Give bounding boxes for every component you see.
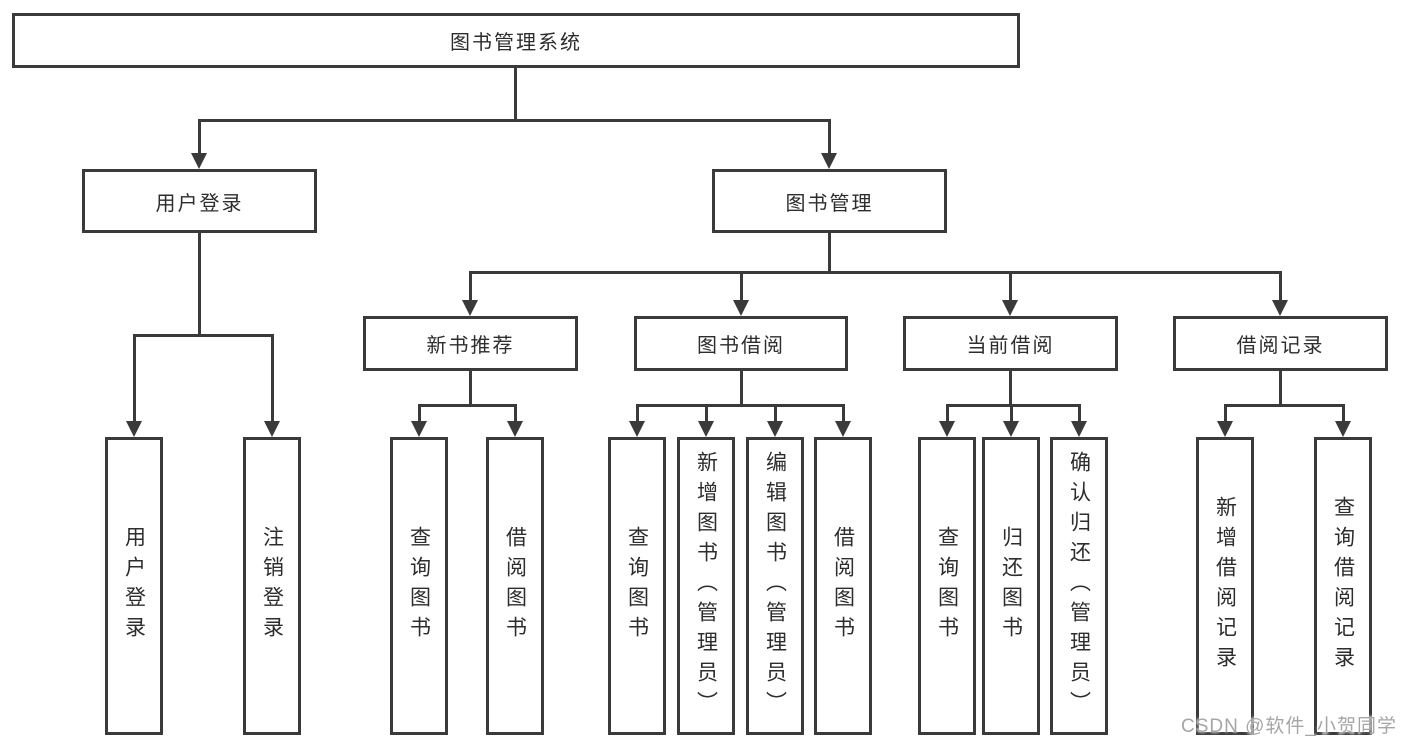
connector-line <box>133 334 136 423</box>
arrow-down-icon <box>1217 421 1233 437</box>
connector-line <box>1342 404 1345 423</box>
connector-line <box>469 271 472 302</box>
connector-line <box>198 119 201 157</box>
leaf-add-books-admin-label: 新增图书（管理员） <box>694 451 718 721</box>
node-new-book-recommend-label: 新书推荐 <box>426 335 515 357</box>
leaf-add-books-admin: 新增图书（管理员） <box>677 437 735 735</box>
arrow-down-icon <box>821 153 837 169</box>
csdn-watermark: CSDN @软件_小贺同学 <box>1181 716 1397 737</box>
node-library-system: 图书管理系统 <box>12 13 1020 68</box>
leaf-newbook-borrow-books: 借阅图书 <box>486 437 544 735</box>
arrow-down-icon <box>733 300 749 316</box>
leaf-borrow-books-label: 借阅图书 <box>831 526 855 646</box>
connector-line <box>514 404 517 423</box>
connector-line <box>198 232 201 336</box>
connector-line <box>133 334 274 337</box>
connector-line <box>418 404 517 407</box>
arrow-down-icon <box>835 421 851 437</box>
connector-line <box>469 370 472 406</box>
leaf-newbook-borrow-books-label: 借阅图书 <box>503 526 527 646</box>
leaf-query-borrow-record: 查询借阅记录 <box>1314 437 1372 735</box>
arrow-down-icon <box>1272 300 1288 316</box>
leaf-borrow-query-books-label: 查询图书 <box>625 526 649 646</box>
connector-line <box>705 404 708 423</box>
connector-line <box>774 404 777 423</box>
leaf-query-borrow-record-label: 查询借阅记录 <box>1331 496 1355 676</box>
leaf-confirm-return-admin: 确认归还（管理员） <box>1050 437 1108 735</box>
connector-line <box>740 370 743 406</box>
leaf-edit-books-admin: 编辑图书（管理员） <box>746 437 804 735</box>
leaf-newbook-query-books-label: 查询图书 <box>407 526 431 646</box>
connector-line <box>469 271 1282 274</box>
arrow-down-icon <box>939 421 955 437</box>
node-current-borrowing-label: 当前借阅 <box>966 335 1055 357</box>
connector-line <box>740 271 743 302</box>
leaf-add-borrow-record: 新增借阅记录 <box>1196 437 1254 735</box>
connector-line <box>514 68 517 121</box>
connector-line <box>1010 404 1013 423</box>
leaf-user-login-label: 用户登录 <box>122 526 146 646</box>
leaf-return-books-label: 归还图书 <box>999 526 1023 646</box>
leaf-confirm-return-admin-label: 确认归还（管理员） <box>1067 451 1091 721</box>
connector-line <box>1279 370 1282 406</box>
connector-line <box>828 232 831 273</box>
arrow-down-icon <box>629 421 645 437</box>
node-new-book-recommend: 新书推荐 <box>363 316 578 371</box>
node-current-borrowing: 当前借阅 <box>903 316 1118 371</box>
arrow-down-icon <box>1071 421 1087 437</box>
connector-line <box>636 404 845 407</box>
arrow-down-icon <box>191 153 207 169</box>
connector-line <box>1279 271 1282 302</box>
arrow-down-icon <box>767 421 783 437</box>
node-borrow-records-label: 借阅记录 <box>1236 335 1325 357</box>
leaf-add-borrow-record-label: 新增借阅记录 <box>1213 496 1237 676</box>
leaf-logout: 注销登录 <box>243 437 301 735</box>
connector-line <box>946 404 949 423</box>
connector-line <box>1009 271 1012 302</box>
node-library-system-label: 图书管理系统 <box>450 32 582 54</box>
node-borrow-records: 借阅记录 <box>1173 316 1388 371</box>
connector-line <box>1078 404 1081 423</box>
leaf-edit-books-admin-label: 编辑图书（管理员） <box>763 451 787 721</box>
connector-line <box>842 404 845 423</box>
connector-line <box>828 119 831 157</box>
connector-line <box>1009 370 1012 406</box>
leaf-borrow-query-books: 查询图书 <box>608 437 666 735</box>
leaf-borrow-books: 借阅图书 <box>814 437 872 735</box>
node-user-login-label: 用户登录 <box>155 192 244 215</box>
connector-line <box>271 334 274 423</box>
leaf-logout-label: 注销登录 <box>260 526 284 646</box>
arrow-down-icon <box>698 421 714 437</box>
arrow-down-icon <box>1003 421 1019 437</box>
arrow-down-icon <box>507 421 523 437</box>
node-user-login: 用户登录 <box>82 169 317 233</box>
node-book-borrowing: 图书借阅 <box>634 316 848 371</box>
node-book-management-label: 图书管理 <box>785 192 874 215</box>
leaf-newbook-query-books: 查询图书 <box>390 437 448 735</box>
connector-line <box>418 404 421 423</box>
arrow-down-icon <box>126 421 142 437</box>
leaf-return-books: 归还图书 <box>982 437 1040 735</box>
connector-line <box>1224 404 1344 407</box>
node-book-management: 图书管理 <box>712 169 947 233</box>
arrow-down-icon <box>411 421 427 437</box>
connector-line <box>1224 404 1227 423</box>
node-book-borrowing-label: 图书借阅 <box>697 335 785 357</box>
arrow-down-icon <box>462 300 478 316</box>
connector-line <box>946 404 1080 407</box>
leaf-user-login: 用户登录 <box>105 437 163 735</box>
arrow-down-icon <box>1335 421 1351 437</box>
leaf-current-query-books: 查询图书 <box>918 437 976 735</box>
connector-line <box>198 119 831 122</box>
connector-line <box>636 404 639 423</box>
arrow-down-icon <box>264 421 280 437</box>
leaf-current-query-books-label: 查询图书 <box>935 526 959 646</box>
arrow-down-icon <box>1002 300 1018 316</box>
